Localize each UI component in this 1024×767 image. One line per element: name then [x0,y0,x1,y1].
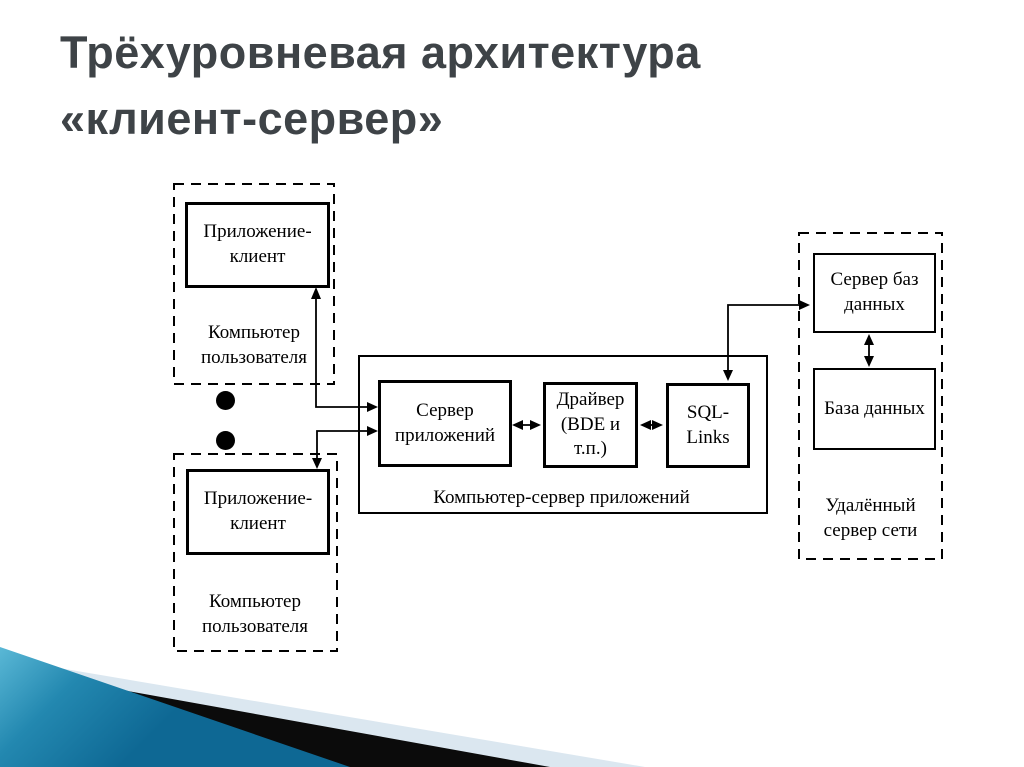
database-box: База данных [813,368,936,450]
arrowheads [311,287,874,469]
ellipsis-dot-2 [216,431,235,450]
slide-title-line-2: «клиент-сервер» [60,93,444,145]
arrowhead-right-driver [530,420,541,430]
slide-title-line-1: Трёхуровневая архитектура [60,27,701,78]
user-computer-bottom-label: Компьютер пользователя [201,591,309,638]
sql-links-box: SQL- Links [666,383,750,468]
user-computer-bottom-border [173,453,338,652]
arrowhead-up-dbserver [864,334,874,345]
user-computer-top-label: Компьютер пользователя [200,322,308,369]
teal-wedge-shape [0,647,350,767]
arrowhead-right-appserver-2 [367,426,378,436]
connector-client-top-appserver [315,291,369,408]
app-server-box: Сервер приложений [378,380,512,467]
arrowhead-right-appserver-1 [367,402,378,412]
client-app-bottom-box: Приложение- клиент [186,469,330,555]
db-server-box: Сервер баз данных [813,253,936,333]
arrowhead-left-driver [640,420,651,430]
ellipsis-dot-1 [216,391,235,410]
remote-server-label: Удалённый сервер сети [823,495,918,542]
driver-bde-box: Драйвер (BDE и т.п.) [543,382,638,468]
arrowhead-right-sqllinks [652,420,663,430]
connector-sqllinks-dbserver [727,304,802,376]
arrowhead-down-sqllinks [723,370,733,381]
dashed-borders [173,183,943,652]
connector-client-bottom-appserver [316,430,369,459]
remote-server-border [798,232,943,560]
arrowhead-right-dbserver [799,300,810,310]
corner-decoration [0,647,645,767]
user-computer-top-border [173,183,335,385]
client-app-top-box: Приложение- клиент [185,202,330,288]
arrowhead-down-client-bottom [312,458,322,469]
slide-title: Трёхуровневая архитектура «клиент-сервер… [60,20,900,152]
arrowhead-down-database [864,356,874,367]
arrowhead-left-appserver [512,420,523,430]
arrowhead-up-client-top [311,287,321,299]
app-server-computer-label: Компьютер-сервер приложений [433,487,690,508]
app-server-computer-box [358,355,768,514]
